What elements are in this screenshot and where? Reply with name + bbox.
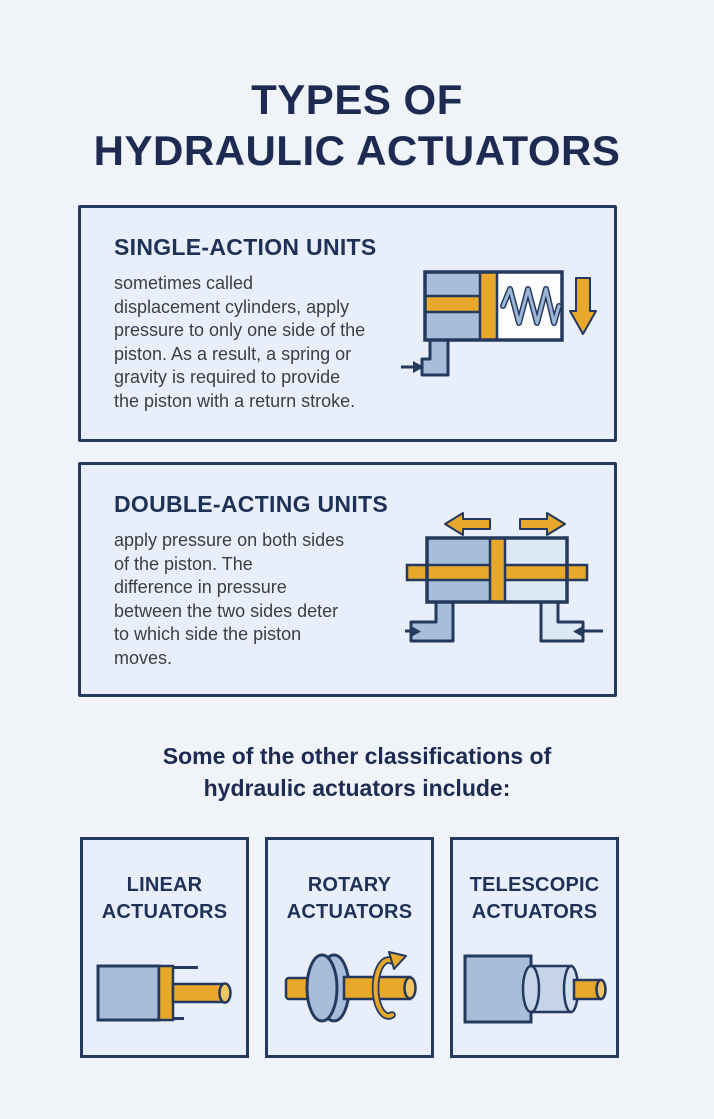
single-action-card: SINGLE-ACTION UNITS sometimes called dis… xyxy=(78,205,617,442)
single-action-cylinder-diagram xyxy=(401,270,597,377)
telescopic-actuator-icon xyxy=(463,954,607,1024)
double-acting-card: DOUBLE-ACTING UNITS apply pressure on bo… xyxy=(78,462,617,697)
spring-icon xyxy=(500,286,562,326)
telescopic-actuators-label: TELESCOPIC ACTUATORS xyxy=(469,874,600,923)
double-acting-heading: DOUBLE-ACTING UNITS xyxy=(114,491,389,517)
double-acting-body: apply pressure on both sides of the pist… xyxy=(114,530,345,668)
left-inlet-arrow-icon xyxy=(405,626,421,637)
right-inlet-arrow-icon xyxy=(573,626,603,637)
classifications-subheading: Some of the other classifications of hyd… xyxy=(162,743,552,801)
rotary-actuator-icon xyxy=(284,951,417,1023)
linear-actuators-card: LINEAR ACTUATORS xyxy=(80,837,249,1058)
page-title: TYPES OF HYDRAULIC ACTUATORS xyxy=(93,76,621,174)
inlet-arrow-icon xyxy=(401,361,424,373)
rotary-actuators-label: ROTARY ACTUATORS xyxy=(286,874,413,923)
rotation-arrow-icon xyxy=(371,951,407,1020)
linear-actuator-icon xyxy=(96,964,232,1022)
down-arrow-icon xyxy=(569,277,597,335)
right-arrow-icon xyxy=(519,512,566,536)
single-action-heading: SINGLE-ACTION UNITS xyxy=(114,234,377,260)
left-arrow-icon xyxy=(444,512,491,536)
linear-actuators-label: LINEAR ACTUATORS xyxy=(101,874,228,923)
telescopic-actuators-card: TELESCOPIC ACTUATORS xyxy=(450,837,619,1058)
double-acting-cylinder-diagram xyxy=(405,512,603,643)
rotary-actuators-card: ROTARY ACTUATORS xyxy=(265,837,434,1058)
single-action-body: sometimes called displacement cylinders,… xyxy=(114,273,366,411)
